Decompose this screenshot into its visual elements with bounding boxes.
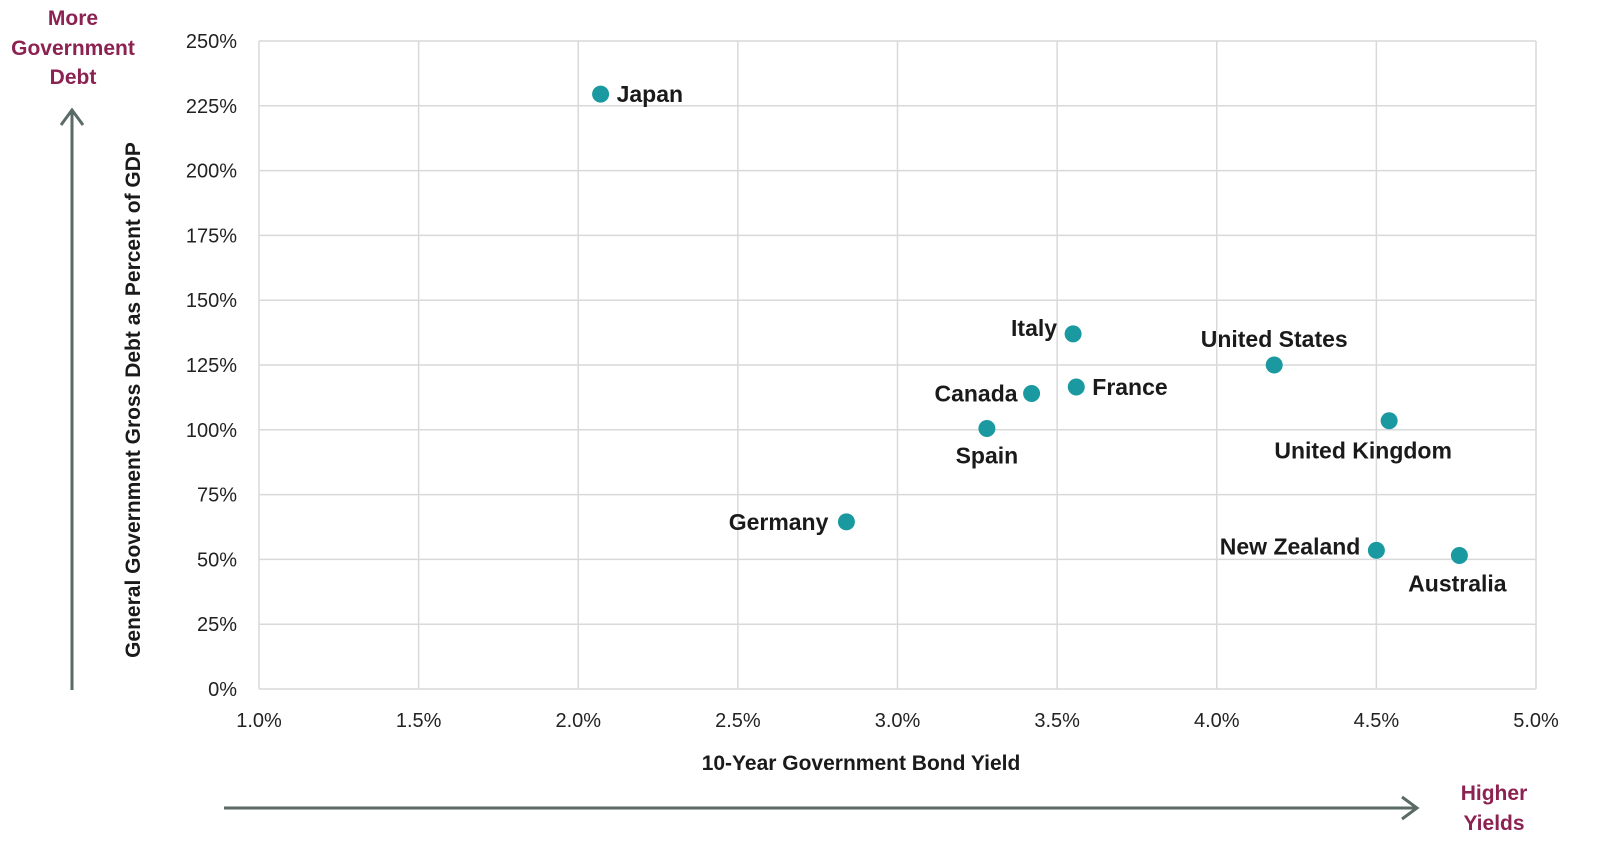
y-tick-label: 75% (197, 485, 237, 507)
data-point-italy (1064, 325, 1082, 343)
data-label-germany: Germany (729, 509, 829, 535)
x-annotation-line-2: Yields (1463, 812, 1524, 835)
y-annotation-line-1: More (48, 7, 98, 30)
data-points (592, 85, 1468, 565)
data-point-japan (592, 85, 610, 103)
x-direction-arrow (224, 795, 1420, 821)
y-tick-label: 50% (197, 549, 237, 571)
data-point-australia (1450, 547, 1468, 565)
data-label-japan: Japan (617, 81, 683, 107)
y-tick-label: 250% (186, 31, 237, 53)
data-label-united-kingdom: United Kingdom (1274, 438, 1452, 464)
x-tick-label: 1.0% (236, 710, 282, 732)
x-arrow-annotation: Higher Yields (1461, 782, 1528, 835)
x-tick-label: 2.5% (715, 710, 761, 732)
y-arrow-annotation: More Government Debt (11, 7, 135, 89)
x-tick-label: 1.5% (396, 710, 442, 732)
data-point-united-kingdom (1380, 412, 1398, 430)
x-tick-label: 4.5% (1354, 710, 1400, 732)
x-tick-label: 3.0% (875, 710, 921, 732)
y-tick-label: 100% (186, 420, 237, 442)
data-point-canada (1023, 385, 1041, 403)
x-tick-label: 3.5% (1034, 710, 1080, 732)
data-point-france (1067, 378, 1085, 396)
y-tick-label: 0% (208, 679, 237, 701)
x-annotation-line-1: Higher (1461, 782, 1528, 805)
data-label-france: France (1092, 374, 1167, 400)
x-arrow-head (1401, 795, 1420, 821)
data-label-new-zealand: New Zealand (1220, 533, 1361, 559)
x-tick-label: 4.0% (1194, 710, 1240, 732)
data-point-spain (978, 420, 996, 438)
data-label-spain: Spain (956, 443, 1019, 469)
y-tick-label: 225% (186, 96, 237, 118)
data-point-new-zealand (1367, 541, 1385, 559)
data-label-australia: Australia (1408, 571, 1507, 597)
y-tick-labels: 0% 25% 50% 75% 100% 125% 150% 175% 200% 225% 250% (186, 31, 237, 701)
y-arrow-head (59, 107, 85, 126)
y-tick-label: 175% (186, 225, 237, 247)
data-label-united-states: United States (1201, 326, 1348, 352)
data-label-italy: Italy (1011, 315, 1057, 341)
x-tick-label: 5.0% (1513, 710, 1559, 732)
x-axis-title: 10-Year Government Bond Yield (702, 752, 1021, 775)
data-label-canada: Canada (934, 381, 1017, 407)
x-tick-labels: 1.0% 1.5% 2.0% 2.5% 3.0% 3.5% 4.0% 4.5% 5.0% (236, 710, 1559, 732)
y-tick-label: 25% (197, 614, 237, 636)
grid-lines (258, 40, 1537, 690)
y-axis-title: General Government Gross Debt as Percent… (122, 142, 145, 658)
data-point-united-states (1265, 356, 1283, 374)
y-tick-label: 125% (186, 355, 237, 377)
y-direction-arrow (59, 107, 85, 690)
y-annotation-line-3: Debt (50, 66, 97, 89)
y-tick-label: 200% (186, 161, 237, 183)
data-point-germany (837, 513, 855, 531)
y-annotation-line-2: Government (11, 37, 135, 60)
y-tick-label: 150% (186, 290, 237, 312)
x-tick-label: 2.0% (555, 710, 601, 732)
